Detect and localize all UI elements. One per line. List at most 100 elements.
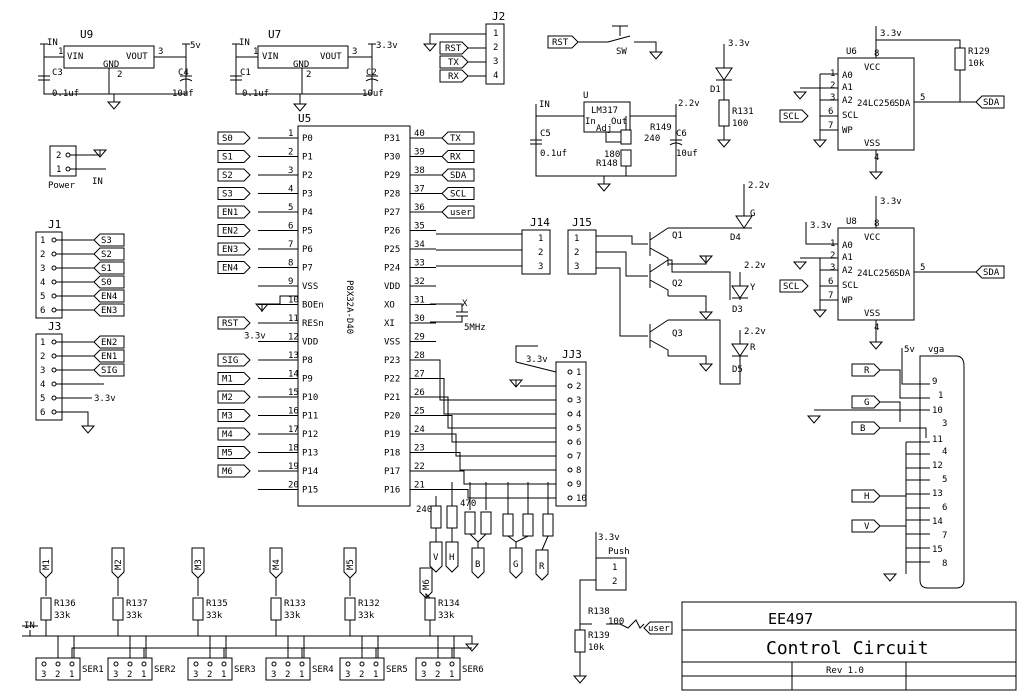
net-flag-tx	[441, 131, 475, 145]
jj3-pin-num: 3	[576, 396, 581, 406]
net-flag-m2	[217, 390, 251, 404]
net-flag-en3	[93, 303, 125, 317]
mcu-pin-num: 34	[414, 240, 425, 250]
svg-text:3.3v: 3.3v	[880, 29, 902, 39]
svg-text:GND: GND	[293, 60, 309, 70]
svg-text:R: R	[864, 366, 870, 376]
svg-text:C5: C5	[540, 129, 551, 139]
svg-text:2.2v: 2.2v	[678, 99, 700, 109]
servo-ref: SER2	[154, 665, 176, 675]
svg-text:6: 6	[828, 107, 833, 117]
mcu-pin-name: P26	[384, 227, 400, 237]
regulator-lm317: U LM317 In Out Adj IN 2.2v C5 0.1uf C6 1…	[530, 91, 700, 192]
svg-text:7: 7	[828, 291, 833, 301]
svg-text:10uf: 10uf	[172, 89, 194, 99]
servo-pin-num: 1	[69, 670, 74, 680]
mcu-pin-name: P27	[384, 208, 400, 218]
net-flag-m6	[217, 464, 251, 478]
mcu-pin-name: P30	[384, 153, 400, 163]
j3-pin-num: 6	[40, 408, 45, 418]
net-flag-en2	[93, 335, 125, 349]
mcu-pin-num: 29	[414, 333, 425, 343]
svg-text:12: 12	[932, 461, 943, 471]
svg-text:14: 14	[932, 517, 943, 527]
svg-text:D1: D1	[710, 85, 721, 95]
svg-text:10k: 10k	[968, 59, 985, 69]
mcu-pin-name: P9	[302, 375, 313, 385]
svg-text:13: 13	[932, 489, 943, 499]
net-flag-label: EN3	[101, 306, 117, 316]
net-flag-en4	[93, 289, 125, 303]
svg-text:10uf: 10uf	[362, 89, 384, 99]
svg-text:1: 1	[56, 165, 61, 175]
svg-text:VIN: VIN	[262, 52, 278, 62]
connector-j3: J3	[35, 320, 63, 421]
net-flag-sig	[93, 363, 125, 377]
svg-text:Adj: Adj	[596, 124, 612, 134]
servo-header	[265, 657, 311, 681]
net-flag-s0	[93, 275, 125, 289]
net-flag-label: EN4	[101, 292, 117, 302]
net-flag-m6	[419, 567, 433, 599]
net-flag-en2	[217, 224, 251, 237]
net-flag-m3	[191, 547, 205, 579]
servo-pin-num: 1	[449, 670, 454, 680]
net-flag-s0	[217, 131, 251, 145]
svg-text:VCC: VCC	[864, 233, 880, 243]
net-flag-en1	[93, 349, 125, 363]
svg-text:8: 8	[942, 559, 947, 569]
servo-net-label: M3	[194, 559, 204, 570]
svg-text:1: 1	[574, 234, 579, 244]
mcu-pin-name: P15	[302, 486, 318, 496]
svg-text:2: 2	[117, 70, 122, 80]
mcu-pin-name: P12	[302, 430, 318, 440]
mcu-pin-name: P22	[384, 375, 400, 385]
servo-pin-num: 3	[345, 670, 350, 680]
diagram-title: Control Circuit	[766, 638, 929, 659]
mcu-pin-name: P20	[384, 412, 400, 422]
net-flag-en3	[217, 242, 251, 256]
svg-text:B: B	[475, 560, 480, 570]
net-flag-m2	[111, 547, 125, 579]
course-title: EE497	[768, 610, 813, 628]
svg-text:R: R	[750, 343, 756, 353]
svg-text:100: 100	[732, 119, 748, 129]
svg-text:D3: D3	[732, 305, 743, 315]
servo-pin-num: 2	[207, 670, 212, 680]
svg-text:R: R	[539, 562, 545, 572]
svg-text:2.2v: 2.2v	[744, 327, 766, 337]
svg-text:SDA: SDA	[983, 98, 1000, 108]
net-flag-label: S2	[101, 250, 112, 260]
svg-text:U: U	[583, 91, 588, 101]
mcu-pin-name: P21	[384, 393, 400, 403]
mcu-pin-num: 9	[288, 277, 293, 287]
svg-text:B: B	[860, 424, 865, 434]
svg-text:R139: R139	[588, 631, 610, 641]
mcu-pin-name: BOEn	[302, 301, 324, 311]
svg-text:user: user	[648, 624, 670, 634]
servo-header	[35, 657, 81, 681]
svg-text:C1: C1	[240, 68, 251, 78]
svg-text:R149: R149	[650, 123, 672, 133]
net-flag-en4-label: EN4	[222, 264, 238, 274]
mcu-pin-num: 1	[288, 129, 293, 139]
svg-text:2: 2	[306, 70, 311, 80]
servo-net-label: M2	[114, 559, 124, 570]
mcu-pin-name: P19	[384, 430, 400, 440]
svg-text:C3: C3	[52, 68, 63, 78]
svg-text:Q1: Q1	[672, 231, 683, 241]
svg-text:SDA: SDA	[894, 99, 911, 109]
svg-text:A1: A1	[842, 253, 853, 263]
svg-text:Q2: Q2	[672, 279, 683, 289]
mcu-pin-name: P18	[384, 449, 400, 459]
mcu-pin-num: 3	[288, 166, 293, 176]
svg-text:5: 5	[942, 475, 947, 485]
mcu-pin-num: 14	[288, 370, 299, 380]
svg-text:A0: A0	[842, 241, 853, 251]
svg-text:3.3v: 3.3v	[880, 197, 902, 207]
j1-pin-num: 3	[40, 264, 45, 274]
svg-text:V: V	[864, 522, 870, 532]
svg-text:C2: C2	[366, 68, 377, 78]
